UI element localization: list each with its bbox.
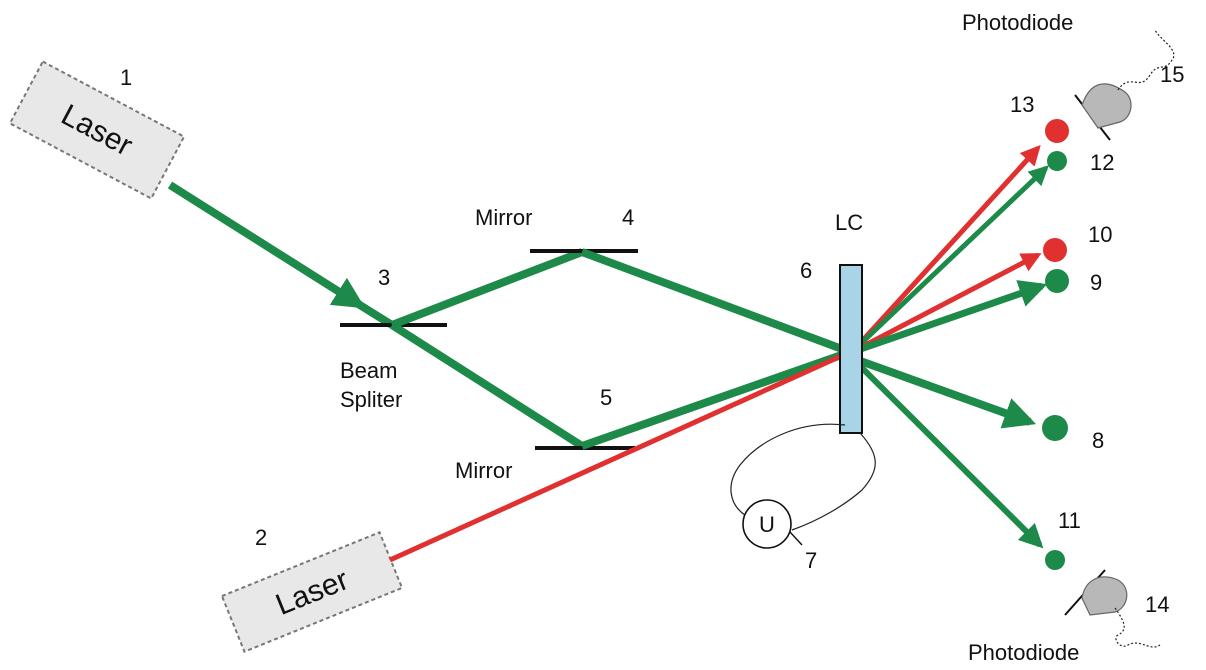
mirror-top-label: Mirror: [475, 205, 532, 230]
spot-9: [1045, 269, 1069, 293]
lc-cell: [839, 264, 863, 434]
spot-13-number: 13: [1010, 92, 1034, 117]
spot-9-number: 9: [1090, 270, 1102, 295]
beam-laser1-to-splitter: [167, 181, 366, 309]
spot-8-number: 8: [1092, 428, 1104, 453]
laser-2: Laser: [220, 531, 404, 653]
wire-lc-to-source: [730, 423, 846, 516]
spot-11-number: 11: [1058, 508, 1081, 533]
wire-lc-to-source-2: [791, 432, 876, 531]
photodiode-top-number: 15: [1160, 62, 1184, 87]
green-beam-to-12: [850, 165, 1049, 354]
lc-number: 6: [800, 258, 812, 283]
photodiode-top: [1074, 29, 1175, 141]
photodiode-top-label: Photodiode: [962, 10, 1073, 35]
red-beam-to-10: [850, 252, 1042, 355]
beam-splitter-to-lc-path: [352, 298, 395, 329]
photodiode-bottom-label: Photodiode: [968, 640, 1079, 665]
spot-11: [1045, 550, 1065, 570]
voltage-source: [742, 499, 792, 549]
lc-label: LC: [835, 210, 863, 235]
spot-12: [1047, 151, 1067, 171]
beam-splitter-number: 3: [378, 265, 390, 290]
spot-8: [1042, 415, 1068, 441]
red-beam-laser2-to-lc: [388, 349, 852, 563]
mirror-bottom-label: Mirror: [455, 458, 512, 483]
spot-12-number: 12: [1090, 150, 1114, 175]
beam-to-mirror-top: [390, 248, 584, 329]
laser-1: Laser: [8, 60, 186, 200]
red-beam-to-13: [850, 145, 1041, 354]
photodiode-bottom: [1064, 569, 1161, 648]
voltage-source-label: U: [759, 512, 775, 537]
voltage-source-number: 7: [805, 548, 817, 573]
beam-to-mirror-bottom: [389, 321, 585, 450]
photodiode-bottom-number: 14: [1145, 592, 1169, 617]
green-beam-to-11: [849, 355, 1044, 549]
beam-splitter-label-2: Spliter: [340, 387, 402, 412]
voltage-source-lead: [789, 531, 803, 546]
green-beam-to-8: [850, 354, 1037, 429]
spot-10-number: 10: [1088, 222, 1112, 247]
green-beam-to-9: [850, 280, 1048, 356]
beam-splitter-label-1: Beam: [340, 358, 397, 383]
laser-1-number: 1: [120, 65, 132, 90]
spot-13: [1045, 119, 1069, 143]
mirror-top-number: 4: [622, 205, 634, 230]
beam-mirror-bottom-to-lc: [580, 348, 852, 450]
laser-2-number: 2: [255, 525, 267, 550]
mirror-bottom-number: 5: [600, 385, 612, 410]
beam-mirror-top-to-lc: [580, 248, 852, 356]
spot-10: [1043, 238, 1067, 262]
